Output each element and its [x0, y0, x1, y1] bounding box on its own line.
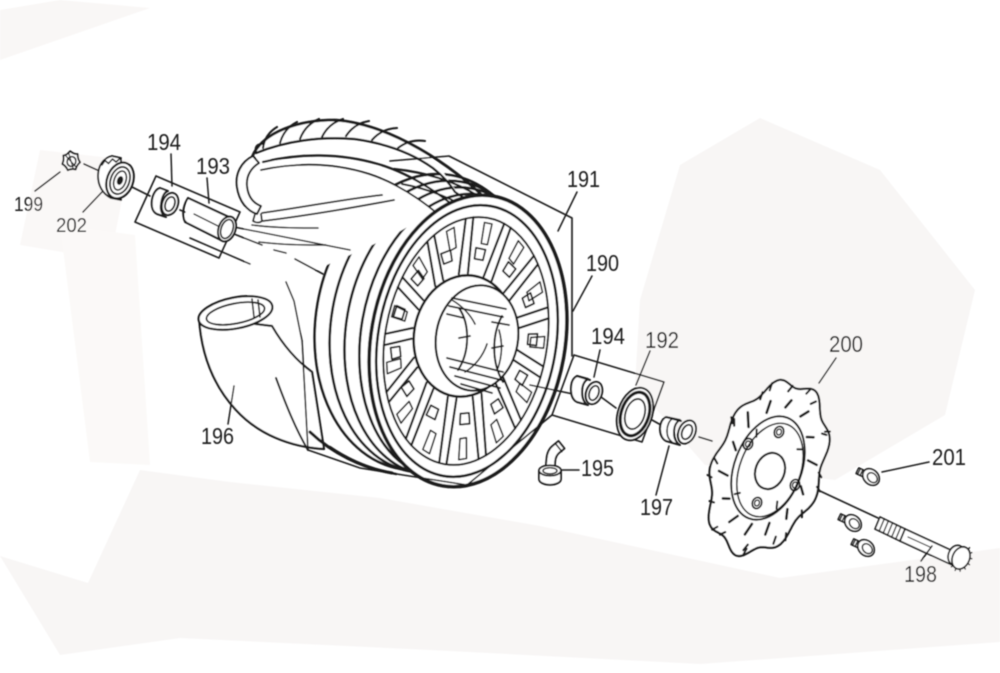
svg-text:194: 194 [591, 323, 625, 349]
svg-text:194: 194 [147, 129, 181, 155]
svg-text:195: 195 [581, 455, 614, 481]
svg-text:193: 193 [196, 153, 230, 179]
svg-text:202: 202 [56, 215, 87, 237]
svg-text:200: 200 [829, 331, 863, 357]
svg-text:190: 190 [586, 250, 619, 276]
svg-text:197: 197 [640, 494, 673, 520]
svg-text:192: 192 [645, 327, 679, 353]
svg-text:191: 191 [567, 166, 600, 192]
svg-text:198: 198 [904, 561, 937, 587]
svg-text:201: 201 [932, 444, 966, 470]
svg-text:199: 199 [14, 194, 43, 216]
svg-text:196: 196 [201, 423, 234, 449]
